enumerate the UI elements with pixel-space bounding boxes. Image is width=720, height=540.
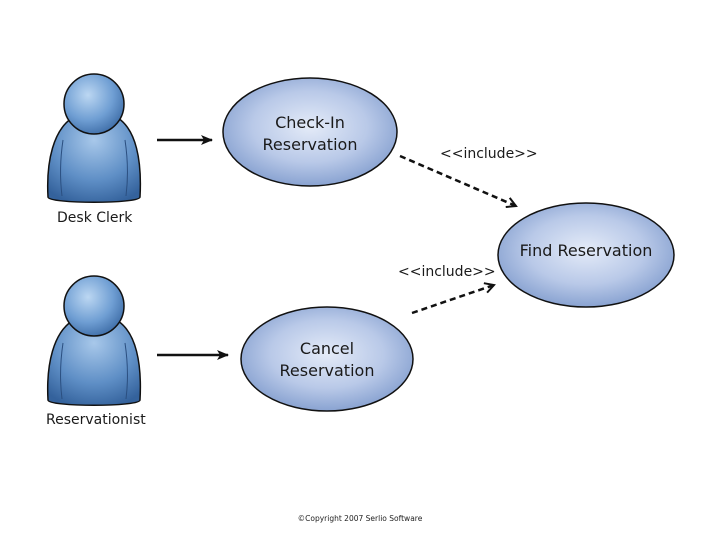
usecase-find-reservation-shape [497, 202, 675, 308]
include-arrow-checkin-to-find [399, 154, 516, 206]
usecase-checkin-reservation-shape [222, 77, 398, 187]
usecase-cancel-line1: Cancel [299, 339, 355, 358]
include-arrow-cancel-to-find [411, 285, 494, 315]
copyright-text: ©Copyright 2007 Serlio Software [297, 514, 423, 523]
include-stereotype-label-lower: <<include>> [398, 264, 496, 280]
actor-reservationist-label: Reservationist [46, 412, 146, 428]
usecase-find-line1: Find Reservation [519, 241, 653, 260]
actor-desk-clerk-label: Desk Clerk [57, 210, 133, 226]
usecase-checkin-reservation-label: Check-In Reservation [230, 112, 390, 156]
actor-reservationist-figure [46, 275, 142, 406]
actor-desk-clerk-figure [46, 73, 142, 203]
usecase-find-reservation-label: Find Reservation [500, 240, 672, 262]
usecase-cancel-reservation-label: Cancel Reservation [247, 338, 407, 382]
usecase-cancel-reservation-shape [240, 306, 414, 412]
usecase-checkin-line2: Reservation [262, 135, 358, 154]
usecase-cancel-line2: Reservation [279, 361, 375, 380]
usecase-checkin-line1: Check-In [275, 113, 345, 132]
include-stereotype-label-upper: <<include>> [440, 146, 538, 162]
